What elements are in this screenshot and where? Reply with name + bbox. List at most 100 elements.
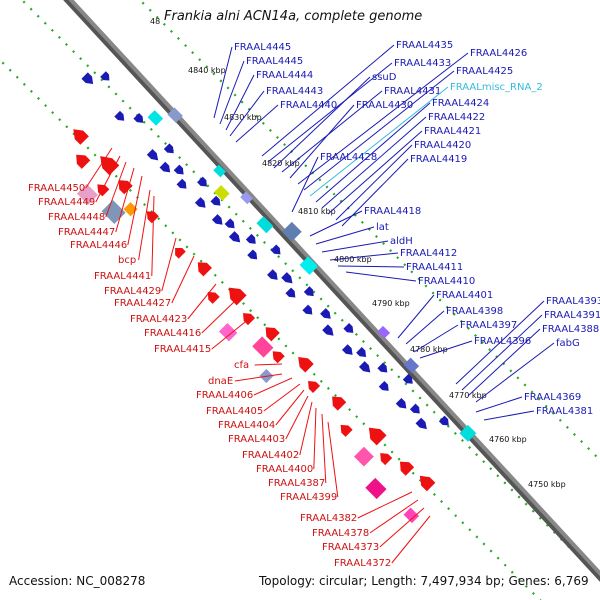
feature-block-17 <box>354 446 374 467</box>
bottom-leader-2 <box>95 155 121 203</box>
forward-gene-28 <box>356 347 367 357</box>
bottom-label-19: FRAAL4402 <box>242 450 299 461</box>
top-leader-21 <box>315 226 375 245</box>
top-label-34: FRAAL4369 <box>524 392 581 403</box>
top-label-31: FRAAL4391 <box>544 310 600 321</box>
top-label-20: FRAAL4418 <box>364 206 421 217</box>
forward-gene-33 <box>395 397 407 409</box>
top-label-23: FRAAL4412 <box>400 248 457 259</box>
bottom-label-12: FRAAL4415 <box>154 344 211 355</box>
top-leader-5 <box>235 104 279 143</box>
top-label-15: FRAAL4422 <box>428 112 485 123</box>
top-label-12: FRAAL4425 <box>456 66 513 77</box>
forward-gene-21 <box>285 287 296 298</box>
bottom-leader-5 <box>127 175 143 246</box>
bottom-leader-25 <box>379 507 425 548</box>
top-leader-28 <box>413 324 459 353</box>
topology-text: Topology: circular; Length: 7,497,934 bp… <box>259 574 589 588</box>
scale-label-6: 4790 kbp <box>372 299 410 308</box>
top-leader-23 <box>329 252 399 261</box>
forward-gene-32 <box>402 373 413 384</box>
top-leader-19 <box>291 156 319 213</box>
bottom-leader-17 <box>275 389 305 426</box>
top-label-17: FRAAL4420 <box>414 140 471 151</box>
top-leader-8 <box>273 76 371 169</box>
top-label-5: FRAAL4440 <box>280 100 337 111</box>
top-label-18: FRAAL4419 <box>410 154 467 165</box>
bottom-leader-8 <box>161 237 177 292</box>
bottom-leader-16 <box>263 383 301 412</box>
top-leader-17 <box>335 144 413 221</box>
bottom-label-11: FRAAL4416 <box>144 328 201 339</box>
bottom-label-15: FRAAL4406 <box>196 390 253 401</box>
bottom-leader-1 <box>85 147 113 189</box>
top-leader-24 <box>337 265 405 268</box>
bottom-leader-26 <box>391 515 431 564</box>
reverse-gene-5 <box>118 180 133 195</box>
reverse-gene-12 <box>265 327 280 342</box>
bottom-leader-12 <box>211 317 251 350</box>
feature-block-12 <box>218 322 238 342</box>
forward-gene-6 <box>163 143 174 154</box>
bottom-label-5: FRAAL4446 <box>70 240 127 251</box>
top-label-25: FRAAL4410 <box>418 276 475 287</box>
forward-gene-2 <box>100 71 110 81</box>
forward-gene-27 <box>342 344 353 355</box>
bottom-leader-3 <box>105 161 127 218</box>
forward-gene-9 <box>176 178 187 189</box>
top-leader-29 <box>419 340 473 359</box>
bottom-label-16: FRAAL4405 <box>206 406 263 417</box>
forward-gene-12 <box>210 195 221 206</box>
top-label-16: FRAAL4421 <box>424 126 481 137</box>
reverse-gene-15 <box>308 380 321 394</box>
top-label-11: FRAAL4426 <box>470 48 527 59</box>
top-leader-1 <box>213 46 233 119</box>
bottom-label-22: FRAAL4399 <box>280 492 337 503</box>
bottom-label-21: FRAAL4387 <box>268 478 325 489</box>
reverse-gene-2 <box>76 154 91 169</box>
bottom-label-6: bcp <box>118 255 136 266</box>
bottom-label-14: dnaE <box>208 376 233 387</box>
bottom-leader-10 <box>187 283 217 320</box>
forward-gene-8 <box>173 164 184 175</box>
scale-label-3: 4820 kbp <box>262 159 300 168</box>
top-leader-35 <box>483 410 535 421</box>
bottom-label-7: FRAAL4441 <box>94 271 151 282</box>
forward-gene-36 <box>438 415 449 426</box>
forward-gene-30 <box>377 362 388 373</box>
top-label-28: FRAAL4397 <box>460 320 517 331</box>
forward-gene-13 <box>211 214 223 225</box>
reverse-gene-14 <box>298 356 314 373</box>
scale-label-4: 4810 kbp <box>298 207 336 216</box>
top-leader-2 <box>219 60 245 125</box>
top-label-6: FRAAL4435 <box>396 40 453 51</box>
top-leader-15 <box>321 116 427 209</box>
feature-block-1 <box>147 110 164 126</box>
bottom-label-17: FRAAL4404 <box>218 420 275 431</box>
forward-gene-11 <box>194 197 206 208</box>
bottom-label-23: FRAAL4382 <box>300 513 357 524</box>
top-label-22: aldH <box>390 236 413 247</box>
bottom-label-9: FRAAL4427 <box>114 298 171 309</box>
bottom-label-24: FRAAL4378 <box>312 528 369 539</box>
top-label-27: FRAAL4398 <box>446 306 503 317</box>
top-leader-10 <box>289 104 355 179</box>
forward-gene-4 <box>133 112 144 123</box>
bottom-leader-15 <box>253 377 293 396</box>
top-label-1: FRAAL4445 <box>234 42 291 53</box>
feature-block-10 <box>281 221 302 242</box>
feature-block-16 <box>403 357 420 374</box>
top-label-35: FRAAL4381 <box>536 406 593 417</box>
reverse-gene-6 <box>146 211 159 224</box>
top-leader-25 <box>345 271 417 282</box>
top-leader-7 <box>267 62 393 163</box>
forward-gene-35 <box>415 417 427 430</box>
top-label-2: FRAAL4445 <box>246 56 303 67</box>
reverse-gene-9 <box>207 291 220 304</box>
top-leader-26 <box>397 294 435 339</box>
feature-block-11 <box>299 256 318 275</box>
feature-block-3 <box>76 183 99 205</box>
bottom-leader-19 <box>299 401 313 456</box>
